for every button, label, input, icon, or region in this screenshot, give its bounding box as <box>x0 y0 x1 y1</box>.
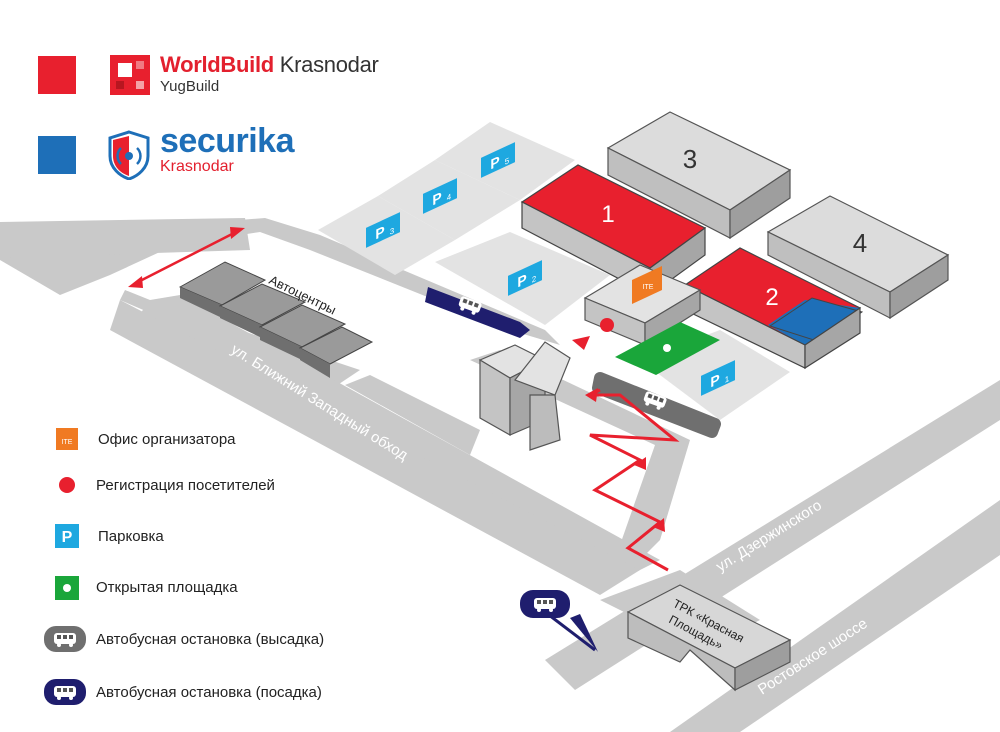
open-area <box>615 322 720 375</box>
road-inner <box>470 350 690 560</box>
parking-sign-1: P 1 <box>701 360 735 396</box>
parking-signs: P 5 P 4 P 3 P 2 P 1 <box>366 142 735 396</box>
securika-subtitle: Krasnodar <box>160 158 234 175</box>
parking-sign-3: P 3 <box>366 212 400 248</box>
securika-color-swatch <box>38 136 76 174</box>
worldbuild-title: WorldBuild Krasnodar <box>160 52 379 77</box>
legend-office: Офис организатора <box>98 431 236 448</box>
ite-office-legend-icon: ITE <box>56 428 78 455</box>
worldbuild-logo-icon <box>110 55 150 95</box>
securika-title: securika <box>160 122 295 160</box>
hall-4-label: 4 <box>853 228 867 258</box>
organizer-building: ITE <box>583 264 702 347</box>
legend-bus-dropoff: Автобусная остановка (высадка) <box>96 631 325 648</box>
svg-text:P: P <box>517 272 526 292</box>
svg-text:ITE: ITE <box>643 284 654 291</box>
bus-stop-dropoff <box>592 372 721 438</box>
roads <box>0 218 1000 732</box>
hall-1-label: 1 <box>601 201 614 228</box>
navy-bus-icon <box>44 679 86 710</box>
svg-text:2: 2 <box>532 273 537 285</box>
legend-bus-pickup: Автобусная остановка (посадка) <box>96 684 322 701</box>
hall-3: 3 <box>606 111 792 240</box>
double-arrow <box>128 227 245 288</box>
legend-registration: Регистрация посетителей <box>96 477 275 494</box>
svg-text:5: 5 <box>505 155 510 167</box>
parking-sign-4: P 4 <box>423 178 457 214</box>
shield-icon <box>108 130 150 181</box>
red-dot-icon <box>58 476 76 499</box>
worldbuild-subtitle: YugBuild <box>160 78 220 95</box>
gray-bus-icon <box>44 626 86 657</box>
route-arrowheads <box>585 388 665 532</box>
legend-parking: Парковка <box>98 528 164 545</box>
parking-sign-5: P 5 <box>481 142 515 178</box>
hall-3-label: 3 <box>683 144 697 174</box>
trk-krasnaya-ploshchad: ТРК «Красная Площадь» <box>626 584 792 692</box>
svg-text:3: 3 <box>390 225 395 237</box>
securika-logo <box>108 130 150 185</box>
svg-text:P: P <box>62 529 73 546</box>
svg-text:4: 4 <box>447 191 452 203</box>
green-square-dot-icon <box>55 576 79 605</box>
svg-text:P: P <box>710 372 719 392</box>
parking-p-icon: P <box>55 524 79 553</box>
hall-2-label: 2 <box>765 284 778 311</box>
svg-text:1: 1 <box>725 373 730 385</box>
svg-text:P: P <box>490 154 499 174</box>
bus-stop-marker <box>520 590 598 652</box>
parking-sign-2: P 2 <box>508 260 542 296</box>
road-side <box>345 375 480 455</box>
svg-text:P: P <box>375 224 384 244</box>
hall-2: 2 <box>683 247 864 370</box>
hall-4: 4 <box>766 195 950 320</box>
road-kongressnaya-band <box>0 218 250 258</box>
registration-point <box>600 318 614 332</box>
legend-open-area: Открытая площадка <box>96 579 238 596</box>
ite-office-icon: ITE <box>632 266 662 304</box>
entrance-building <box>478 341 571 451</box>
road-blizhniy-wide <box>110 300 640 595</box>
worldbuild-color-swatch <box>38 56 76 94</box>
entrance-arrow <box>572 336 590 350</box>
svg-text:P: P <box>432 190 441 210</box>
svg-text:ITE: ITE <box>62 439 73 446</box>
bus-stop-pickup <box>425 287 530 338</box>
worldbuild-logo <box>110 55 150 100</box>
